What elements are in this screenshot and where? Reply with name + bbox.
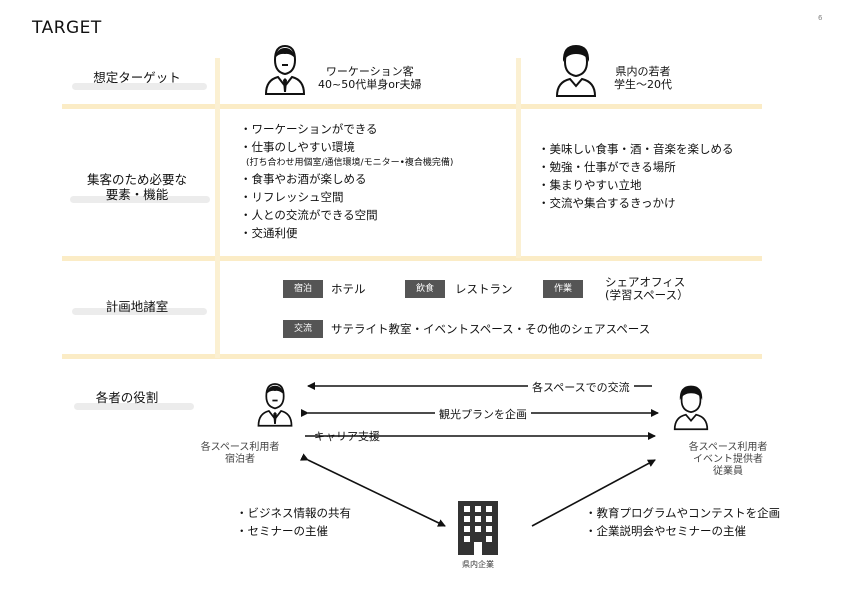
arrow-label-career: キャリア支援 bbox=[314, 430, 380, 443]
arrow-company-right bbox=[531, 459, 656, 527]
room-tag-dining: 飲食 bbox=[405, 280, 445, 298]
row-label-target: 想定ターゲット bbox=[93, 70, 181, 85]
office-building-icon bbox=[458, 501, 498, 555]
young-person-icon bbox=[673, 385, 709, 431]
list-item: ・人との交流ができる空間 bbox=[240, 208, 378, 222]
list-item-note: (打ち合わせ用個室/通信環境/モニター•複合機完備) bbox=[246, 158, 454, 168]
list-item: ・セミナーの主催 bbox=[236, 524, 328, 538]
page-title: TARGET bbox=[32, 18, 102, 38]
list-item: ・教育プログラムやコンテストを企画 bbox=[585, 506, 781, 520]
persona-b-line1: 県内の若者 bbox=[615, 65, 671, 78]
persona-b-line2: 学生～20代 bbox=[614, 78, 672, 91]
column-divider-1 bbox=[215, 58, 220, 358]
arrow-company-left bbox=[299, 453, 446, 527]
role-right-line2: イベント提供者 bbox=[693, 454, 763, 465]
role-left-label: 各スペース利用者 宿泊者 bbox=[190, 442, 290, 466]
list-item: ・仕事のしやすい環境 bbox=[240, 140, 355, 154]
young-person-icon bbox=[555, 45, 597, 97]
row-label-rooms: 計画地諸室 bbox=[105, 299, 169, 314]
businessman-icon bbox=[264, 44, 306, 95]
row-label-needs: 集客のため必要な 要素・機能 bbox=[62, 172, 212, 202]
role-left-line1: 各スペース利用者 bbox=[200, 442, 280, 453]
list-item: ・リフレッシュ空間 bbox=[240, 190, 344, 204]
room-tag-work: 作業 bbox=[543, 280, 583, 298]
label-underline bbox=[74, 403, 194, 410]
label-underline bbox=[72, 308, 207, 315]
arrow-label-exchange: 各スペースでの交流 bbox=[528, 379, 634, 395]
label-underline bbox=[72, 83, 207, 90]
list-item: ・美味しい食事・酒・音楽を楽しめる bbox=[538, 142, 734, 156]
company-label: 県内企業 bbox=[462, 560, 494, 569]
room-text-work-line2: (学習スペース） bbox=[605, 288, 689, 302]
role-right-bullets: ・教育プログラムやコンテストを企画 ・企業説明会やセミナーの主催 bbox=[585, 504, 780, 540]
list-item: ・ワーケーションができる bbox=[240, 122, 378, 136]
room-text-work-line1: シェアオフィス bbox=[605, 275, 686, 289]
role-right-line3: 従業員 bbox=[713, 466, 743, 477]
room-text-work: シェアオフィス (学習スペース） bbox=[605, 276, 689, 302]
list-item: ・交通利便 bbox=[240, 226, 298, 240]
label-underline bbox=[70, 196, 210, 203]
row-label-needs-line1: 集客のため必要な bbox=[86, 172, 187, 187]
room-tag-exchange: 交流 bbox=[283, 320, 323, 338]
row-divider-3 bbox=[62, 354, 762, 359]
row-label-needs-line2: 要素・機能 bbox=[105, 187, 169, 202]
row-label-roles: 各者の役割 bbox=[95, 390, 159, 405]
list-item: ・勉強・仕事ができる場所 bbox=[538, 160, 676, 174]
persona-b-label: 県内の若者 学生～20代 bbox=[614, 65, 672, 91]
room-text-dining: レストラン bbox=[455, 282, 513, 296]
list-item: ・ビジネス情報の共有 bbox=[236, 506, 351, 520]
column-divider-2 bbox=[516, 58, 521, 258]
persona-a-line2: 40~50代単身or夫婦 bbox=[318, 78, 422, 91]
room-tag-lodging: 宿泊 bbox=[283, 280, 323, 298]
row-divider-1 bbox=[62, 104, 762, 109]
role-left-line2: 宿泊者 bbox=[225, 454, 255, 465]
role-left-bullets: ・ビジネス情報の共有 ・セミナーの主催 bbox=[236, 504, 351, 540]
row-divider-2 bbox=[62, 256, 762, 261]
list-item: ・集まりやすい立地 bbox=[538, 178, 642, 192]
role-right-label: 各スペース利用者 イベント提供者 従業員 bbox=[673, 442, 783, 478]
persona-a-label: ワーケーション客 40~50代単身or夫婦 bbox=[318, 65, 421, 91]
businessman-icon bbox=[257, 383, 293, 427]
list-item: ・企業説明会やセミナーの主催 bbox=[585, 524, 746, 538]
room-text-lodging: ホテル bbox=[331, 282, 366, 296]
needs-list-a: ・ワーケーションができる ・仕事のしやすい環境 (打ち合わせ用個室/通信環境/モ… bbox=[240, 120, 453, 242]
role-right-line1: 各スペース利用者 bbox=[688, 442, 768, 453]
page-number: 6 bbox=[818, 14, 823, 22]
needs-list-b: ・美味しい食事・酒・音楽を楽しめる ・勉強・仕事ができる場所 ・集まりやすい立地… bbox=[538, 140, 734, 212]
room-text-exchange: サテライト教室・イベントスペース・その他のシェアスペース bbox=[331, 322, 651, 336]
list-item: ・交流や集合するきっかけ bbox=[538, 196, 676, 210]
arrow-label-tourism: 観光プランを企画 bbox=[435, 406, 531, 422]
persona-a-line1: ワーケーション客 bbox=[325, 65, 414, 78]
list-item: ・食事やお酒が楽しめる bbox=[240, 172, 367, 186]
